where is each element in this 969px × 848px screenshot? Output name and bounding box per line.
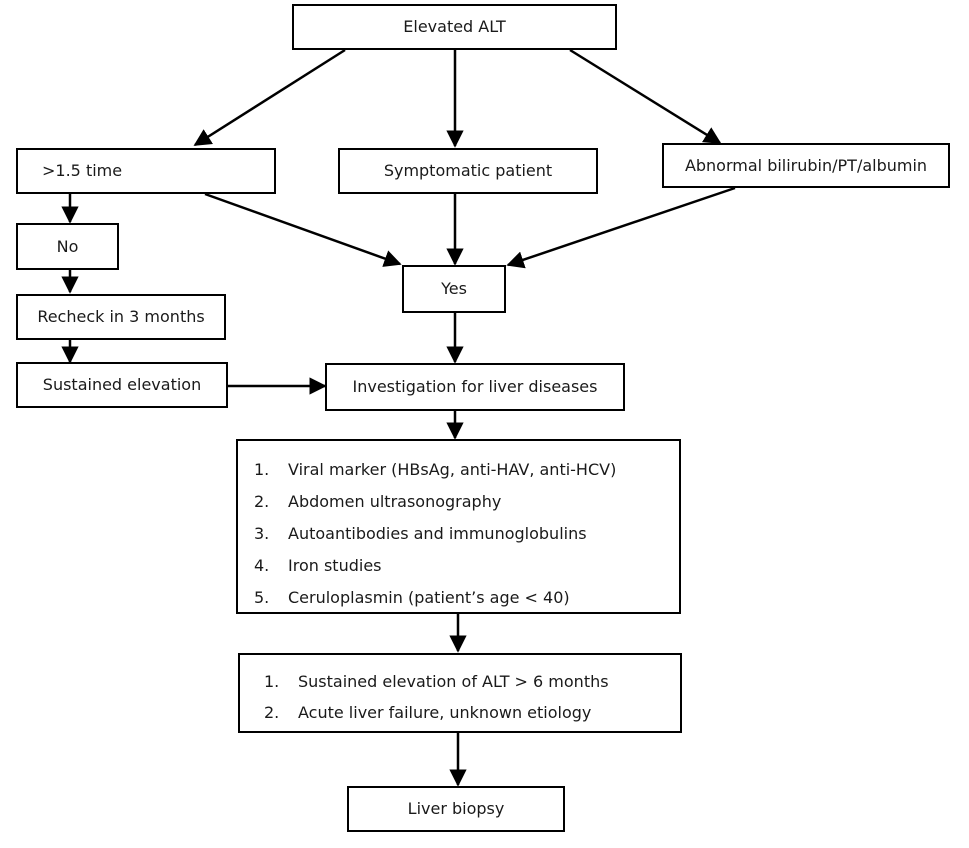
- list-item: 1. Sustained elevation of ALT > 6 months: [264, 666, 680, 697]
- node-investigation-label: Investigation for liver diseases: [352, 377, 598, 397]
- list-item: 5. Ceruloplasmin (patient’s age < 40): [254, 581, 679, 613]
- list-item: 4. Iron studies: [254, 549, 679, 581]
- arrow-alt-to-abnormal: [569, 48, 722, 145]
- list-item-text: Viral marker (HBsAg, anti-HAV, anti-HCV): [288, 459, 617, 479]
- list-item-number: 5.: [254, 587, 270, 607]
- list-item-text: Abdomen ultrasonography: [288, 491, 502, 511]
- list-item-text: Iron studies: [288, 555, 382, 575]
- node-abnormal-labs: Abnormal bilirubin/PT/albumin: [662, 143, 950, 188]
- list-item-number: 1.: [254, 459, 270, 479]
- investigation-list: 1. Viral marker (HBsAg, anti-HAV, anti-H…: [236, 439, 681, 614]
- list-item-text: Autoantibodies and immunoglobulins: [288, 523, 587, 543]
- node-sustained-elevation: Sustained elevation: [16, 362, 228, 408]
- node-no: No: [16, 223, 119, 270]
- arrow-alt-to-gt15: [193, 48, 346, 147]
- node-symptomatic-patient: Symptomatic patient: [338, 148, 598, 194]
- node-elevated-alt: Elevated ALT: [292, 4, 617, 50]
- node-recheck: Recheck in 3 months: [16, 294, 226, 340]
- node-no-label: No: [56, 236, 79, 256]
- node-elevated-alt-label: Elevated ALT: [403, 17, 506, 37]
- list-item-number: 3.: [254, 523, 270, 543]
- list-item-text: Sustained elevation of ALT > 6 months: [298, 672, 609, 691]
- node-recheck-label: Recheck in 3 months: [37, 307, 205, 327]
- list-item-number: 2.: [264, 703, 280, 722]
- list-item: 1. Viral marker (HBsAg, anti-HAV, anti-H…: [254, 453, 679, 485]
- biopsy-criteria-list: 1. Sustained elevation of ALT > 6 months…: [238, 653, 682, 733]
- node-yes: Yes: [402, 265, 506, 313]
- list-item-number: 1.: [264, 672, 280, 691]
- node-sustained-elevation-label: Sustained elevation: [42, 375, 202, 395]
- node-investigation: Investigation for liver diseases: [325, 363, 625, 411]
- node-liver-biopsy: Liver biopsy: [347, 786, 565, 832]
- list-item: 2. Abdomen ultrasonography: [254, 485, 679, 517]
- node-liver-biopsy-label: Liver biopsy: [407, 799, 505, 819]
- arrow-abnormal-to-yes: [506, 186, 736, 269]
- list-item-number: 4.: [254, 555, 270, 575]
- list-item-number: 2.: [254, 491, 270, 511]
- list-item: 2. Acute liver failure, unknown etiology: [264, 697, 680, 728]
- list-item: 3. Autoantibodies and immunoglobulins: [254, 517, 679, 549]
- node-symptomatic-patient-label: Symptomatic patient: [383, 161, 553, 181]
- node-abnormal-labs-label: Abnormal bilirubin/PT/albumin: [684, 155, 928, 175]
- arrow-gt15-to-yes: [204, 192, 402, 267]
- list-item-text: Acute liver failure, unknown etiology: [298, 703, 592, 722]
- node-yes-label: Yes: [441, 279, 467, 299]
- list-item-text: Ceruloplasmin (patient’s age < 40): [288, 587, 570, 607]
- node-gt-1-5-time: >1.5 time: [16, 148, 276, 194]
- node-gt-1-5-time-label: >1.5 time: [42, 161, 123, 181]
